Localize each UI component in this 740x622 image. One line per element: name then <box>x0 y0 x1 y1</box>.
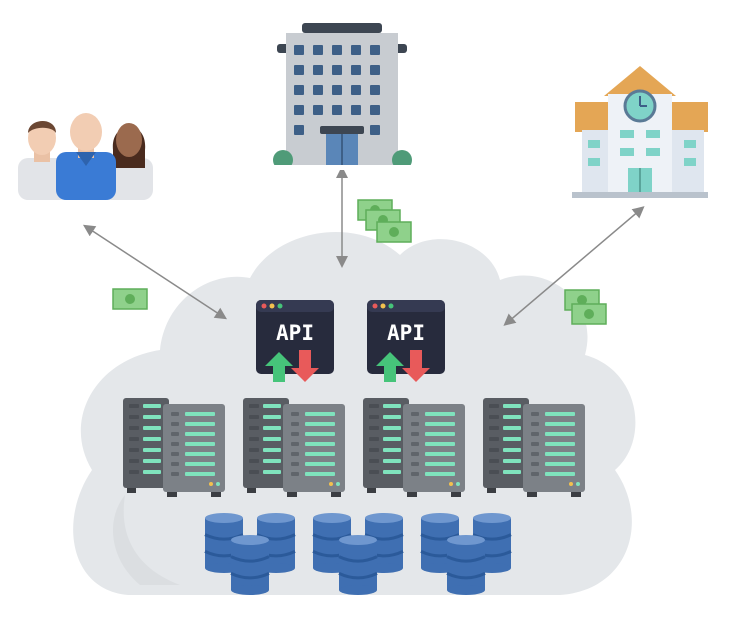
people-group-icon <box>18 113 153 200</box>
server-racks <box>123 398 585 497</box>
server-rack-icon <box>363 398 465 497</box>
office-windows <box>294 45 380 135</box>
download-arrow-icon <box>402 350 430 382</box>
cloud-shape <box>73 231 636 595</box>
api-label: API <box>387 321 425 345</box>
api-window-icon: API <box>367 300 445 382</box>
api-window-icon: API <box>256 300 334 382</box>
download-arrow-icon <box>291 350 319 382</box>
money-bills <box>112 199 607 325</box>
database-groups <box>204 513 512 595</box>
server-rack-icon <box>123 398 225 497</box>
money-bill-icon <box>571 303 607 325</box>
money-bill-icon <box>112 288 148 310</box>
upload-arrow-icon <box>376 352 404 382</box>
database-icon <box>204 513 296 595</box>
arrow-people-cloud <box>82 224 228 320</box>
money-bill-icon <box>376 221 412 243</box>
api-label: API <box>276 321 314 345</box>
database-icon <box>312 513 404 595</box>
connection-arrows <box>82 166 645 326</box>
office-building-icon <box>268 23 416 170</box>
database-icon <box>420 513 512 595</box>
server-rack-icon <box>483 398 585 497</box>
arrow-school-cloud <box>503 206 645 326</box>
server-rack-icon <box>243 398 345 497</box>
upload-arrow-icon <box>265 352 293 382</box>
school-building-icon <box>572 66 708 198</box>
